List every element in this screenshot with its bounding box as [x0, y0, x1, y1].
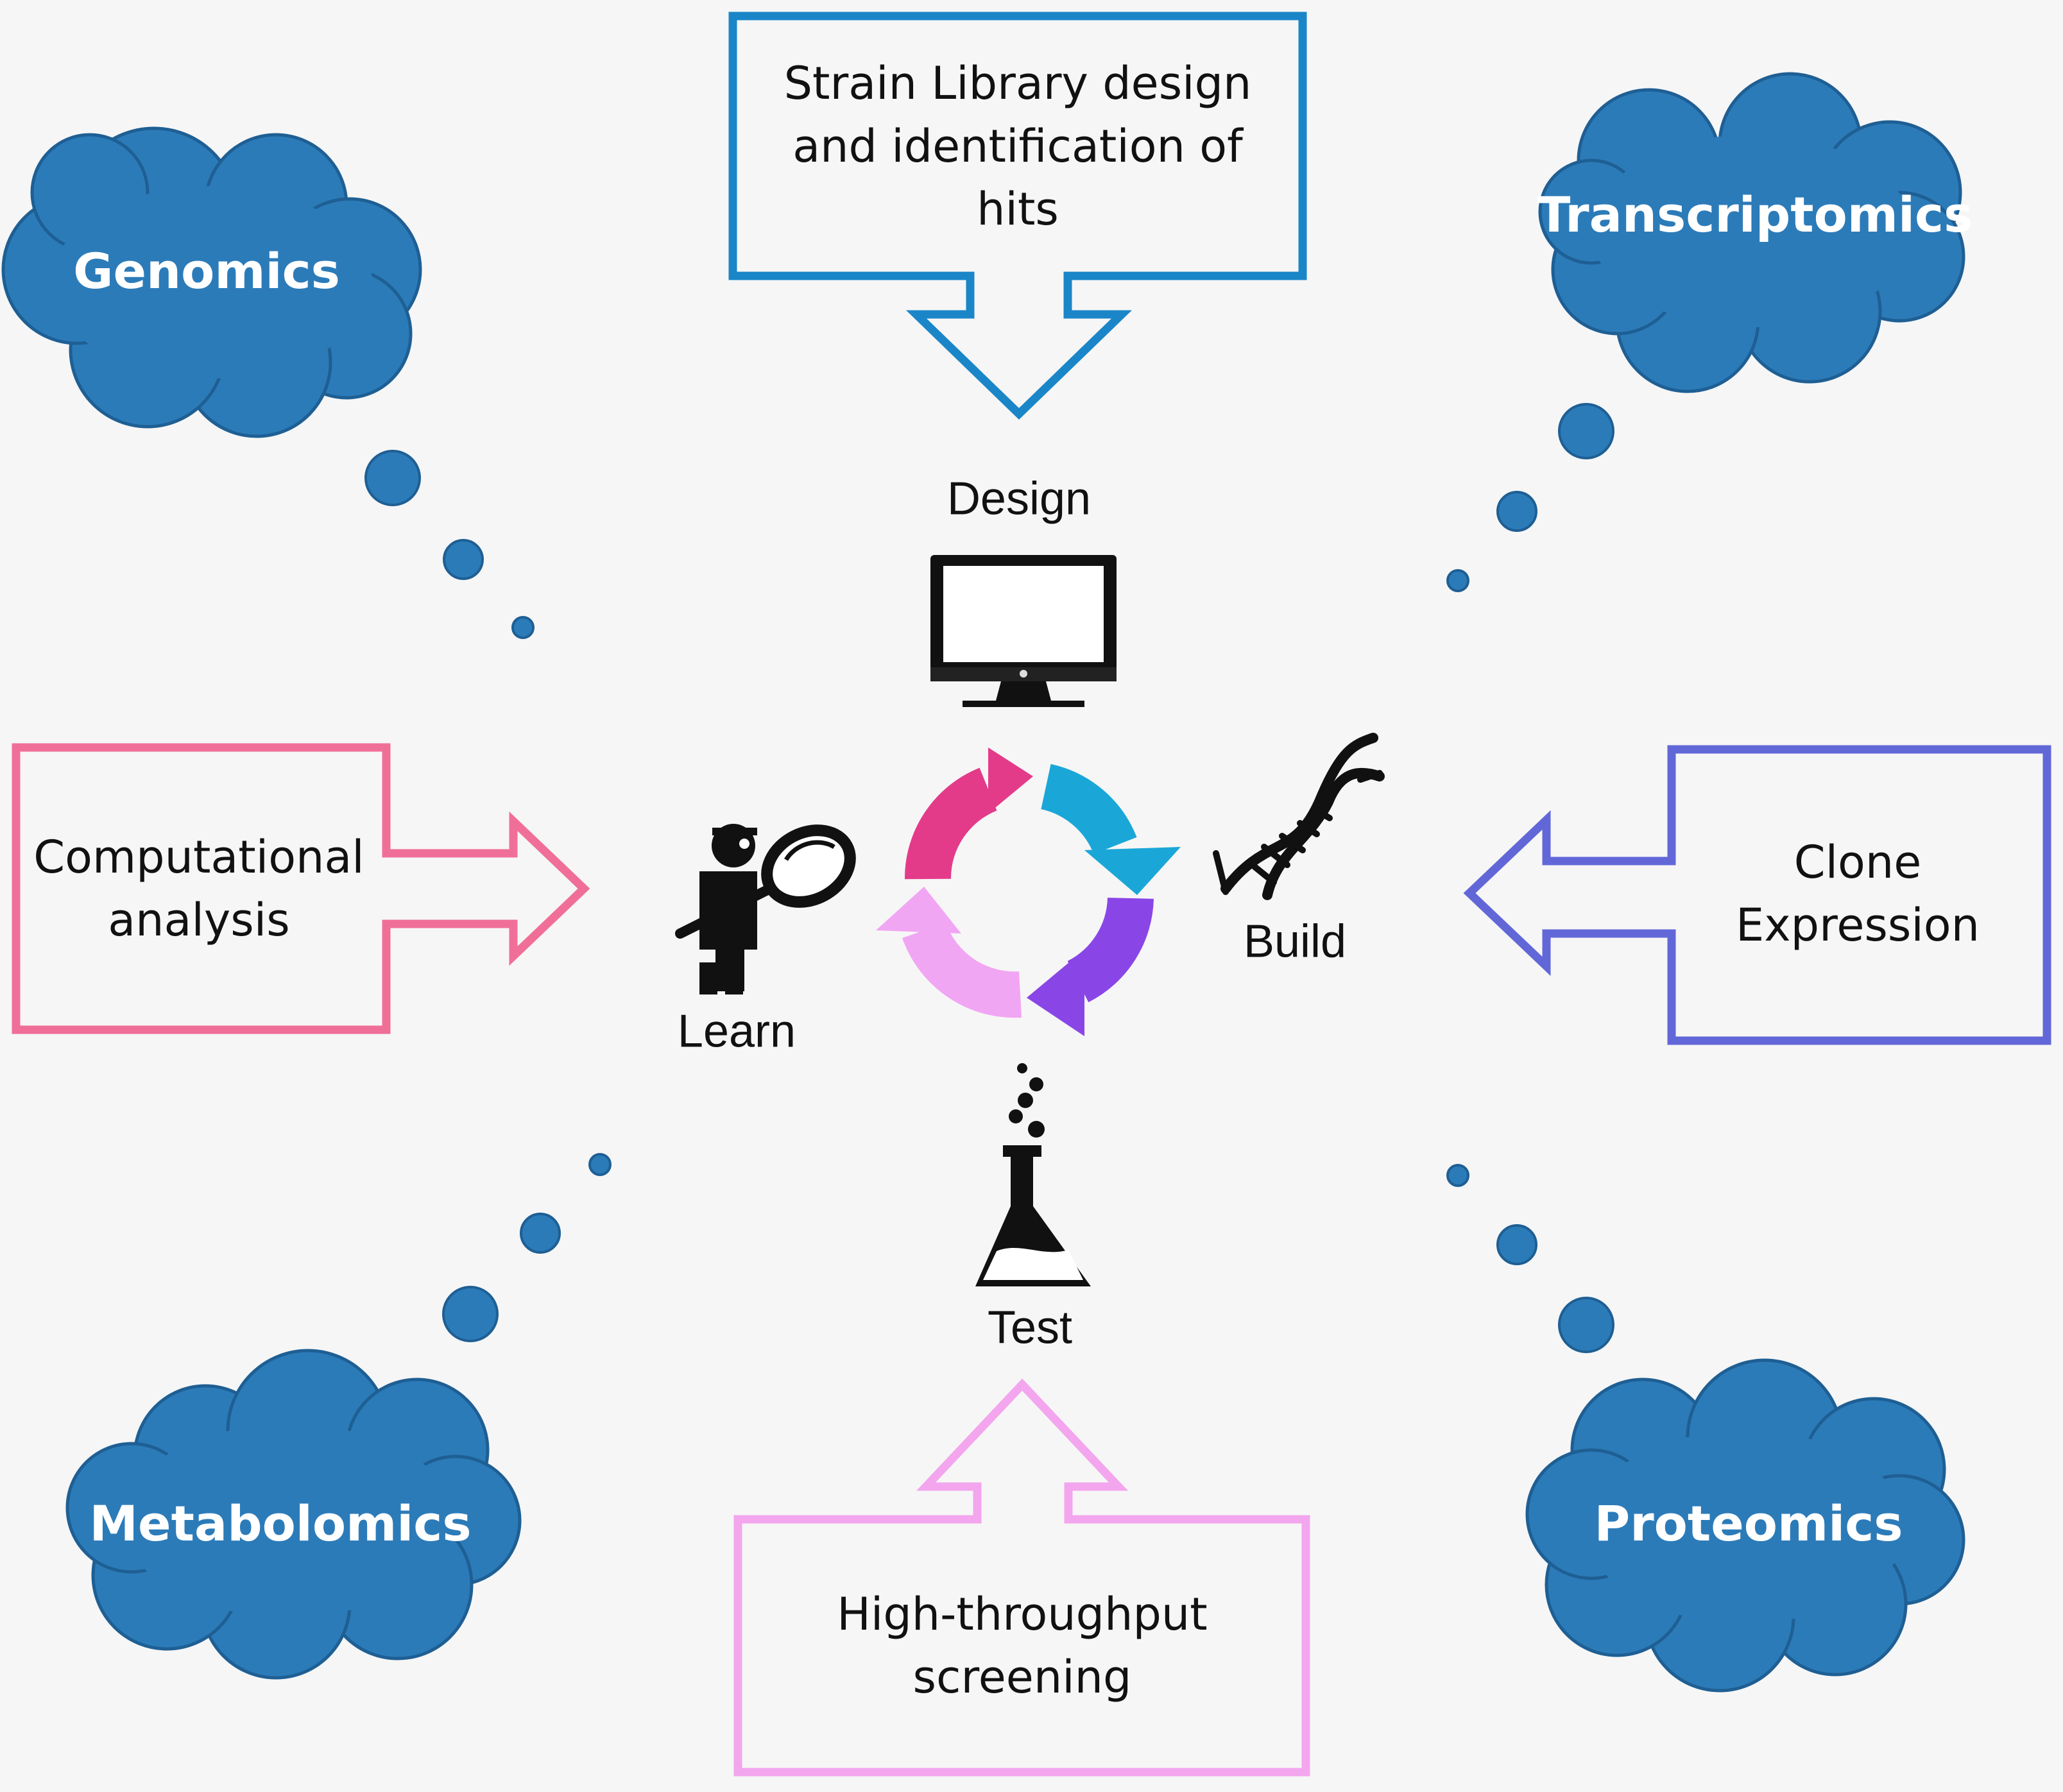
build-input-text: Clone Expression — [1736, 831, 1980, 957]
genomics-thought-dots — [364, 450, 535, 639]
cycle-arrowhead-purple — [1027, 950, 1084, 1036]
metabolomics-thought-dots — [442, 1153, 612, 1342]
build-input-line-1: Clone — [1793, 836, 1922, 889]
dna-helix-icon — [1213, 733, 1385, 900]
design-input-line-1: Strain Library design — [783, 57, 1252, 110]
person-magnifier-icon — [675, 824, 856, 994]
computer-monitor-icon — [930, 555, 1117, 707]
transcriptomics-label: Transcriptomics — [1537, 185, 1973, 243]
cycle-arrowhead-lilac — [876, 887, 961, 934]
learn-input-line-1: Computational — [33, 831, 364, 883]
design-input-line-3: hits — [977, 183, 1059, 235]
proteomics-cloud — [1525, 1358, 1965, 1693]
stage-learn-label: Learn — [677, 1005, 796, 1057]
learn-input-text: Computational analysis — [33, 826, 364, 951]
build-input-box — [1463, 745, 2051, 1045]
cycle-arrowhead-cyan — [1084, 847, 1181, 895]
cycle-arrow-pink — [904, 767, 998, 880]
stage-test-label: Test — [987, 1302, 1073, 1354]
test-input-line-2: screening — [912, 1651, 1132, 1703]
stage-build-label: Build — [1243, 916, 1347, 968]
build-input-line-2: Expression — [1736, 899, 1980, 951]
cycle-arrows-icon — [876, 747, 1181, 1036]
metabolomics-cloud — [65, 1349, 522, 1680]
cycle-arrowhead-pink — [988, 747, 1033, 814]
design-input-box — [728, 12, 1307, 420]
metabolomics-label: Metabolomics — [89, 1494, 472, 1552]
cycle-arrow-cyan — [1040, 764, 1137, 855]
transcriptomics-cloud — [1538, 72, 1965, 393]
design-input-text: Strain Library design and identification… — [784, 52, 1252, 241]
proteomics-thought-dots — [1446, 1164, 1614, 1353]
lab-flask-icon — [975, 1063, 1091, 1286]
stage-design-label: Design — [946, 473, 1091, 525]
cycle-arrow-purple — [1066, 897, 1154, 1003]
genomics-label: Genomics — [73, 242, 340, 300]
cycle-arrow-lilac — [902, 922, 1022, 1018]
transcriptomics-thought-dots — [1446, 403, 1614, 592]
learn-input-box — [12, 743, 590, 1034]
test-input-box — [733, 1378, 1310, 1777]
test-input-line-1: High-throughput — [837, 1588, 1208, 1641]
genomics-cloud — [1, 126, 422, 438]
learn-input-line-2: analysis — [108, 894, 290, 946]
proteomics-label: Proteomics — [1594, 1494, 1903, 1552]
test-input-text: High-throughput screening — [837, 1583, 1207, 1709]
design-input-line-2: and identification of — [792, 120, 1243, 173]
